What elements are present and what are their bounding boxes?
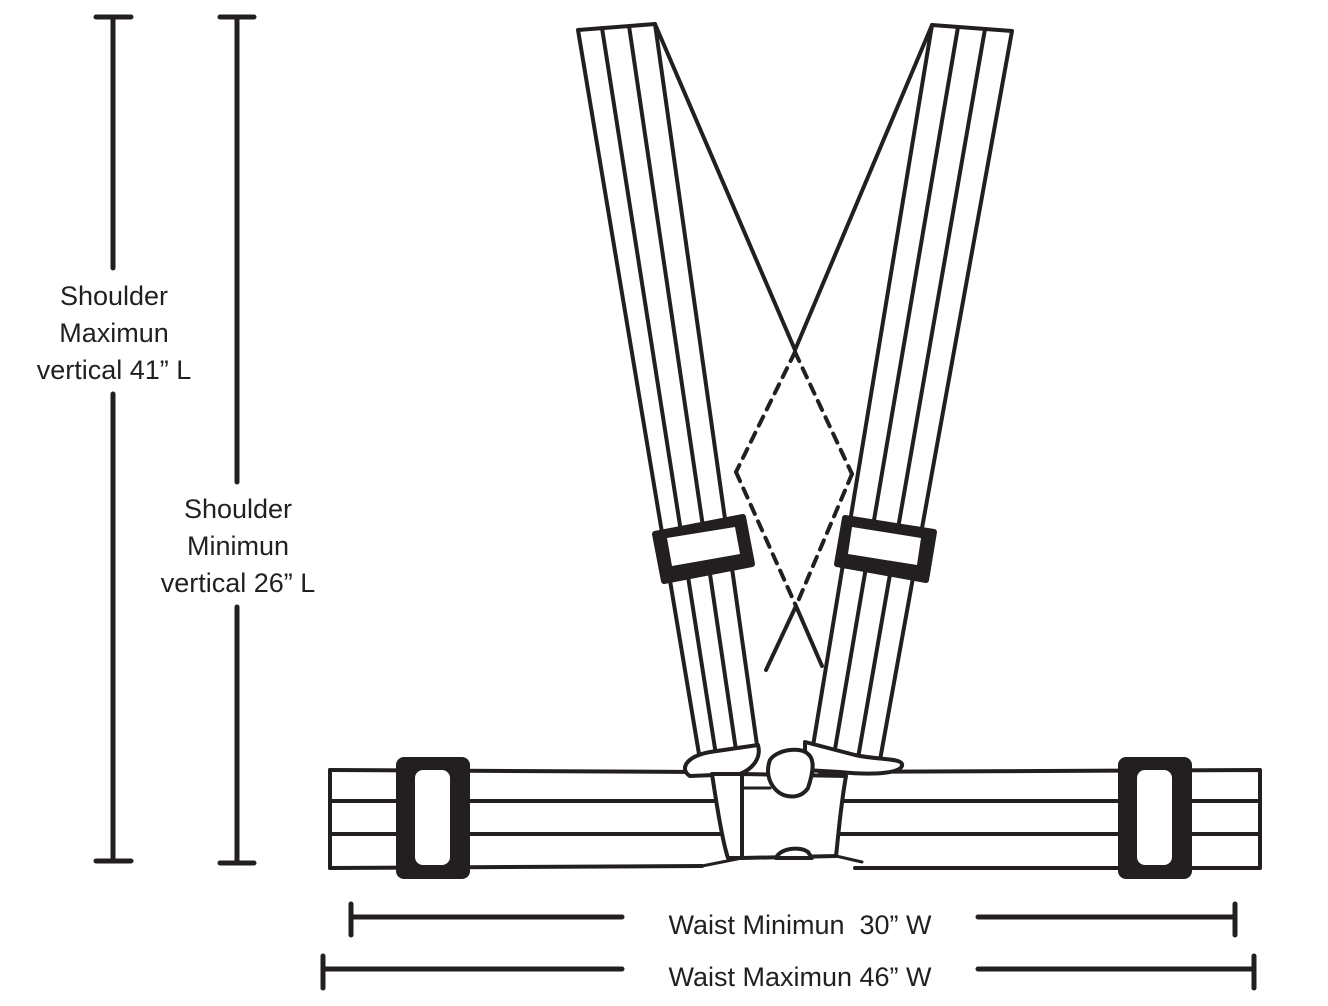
shoulder-min-label-line-2: Minimun [186, 531, 290, 561]
lower-connector-lines [764, 604, 824, 672]
shoulder-max-label-line-2: Maximun [59, 318, 169, 348]
left-shoulder-strap [576, 22, 797, 762]
shoulder-min-label: Shoulder Minimun vertical 26” L [140, 491, 336, 602]
waist-max-dimension-line [320, 953, 1257, 991]
waist-min-label: Waist Minimun 30” W [630, 906, 970, 944]
right-waist-buckle [1118, 757, 1192, 879]
waist-min-dimension-line [348, 901, 1238, 938]
shoulder-min-label-line-3: vertical 26” L [160, 568, 316, 598]
shoulder-max-label-line-1: Shoulder [59, 281, 169, 311]
cross-connector-dashed [734, 350, 854, 608]
shoulder-max-label-line-3: vertical 41” L [36, 355, 192, 385]
waist-max-label: Waist Maximun 46” W [630, 957, 970, 997]
left-strap-slider [652, 514, 755, 584]
right-shoulder-strap [793, 23, 1014, 762]
center-buckle [683, 740, 904, 868]
shoulder-max-dimension-line [93, 14, 134, 864]
left-waist-buckle [396, 757, 470, 879]
shoulder-min-label-line-1: Shoulder [183, 494, 293, 524]
shoulder-max-label: Shoulder Maximun vertical 41” L [14, 278, 214, 389]
shoulder-min-dimension-line [217, 14, 257, 866]
right-strap-slider [834, 515, 937, 583]
